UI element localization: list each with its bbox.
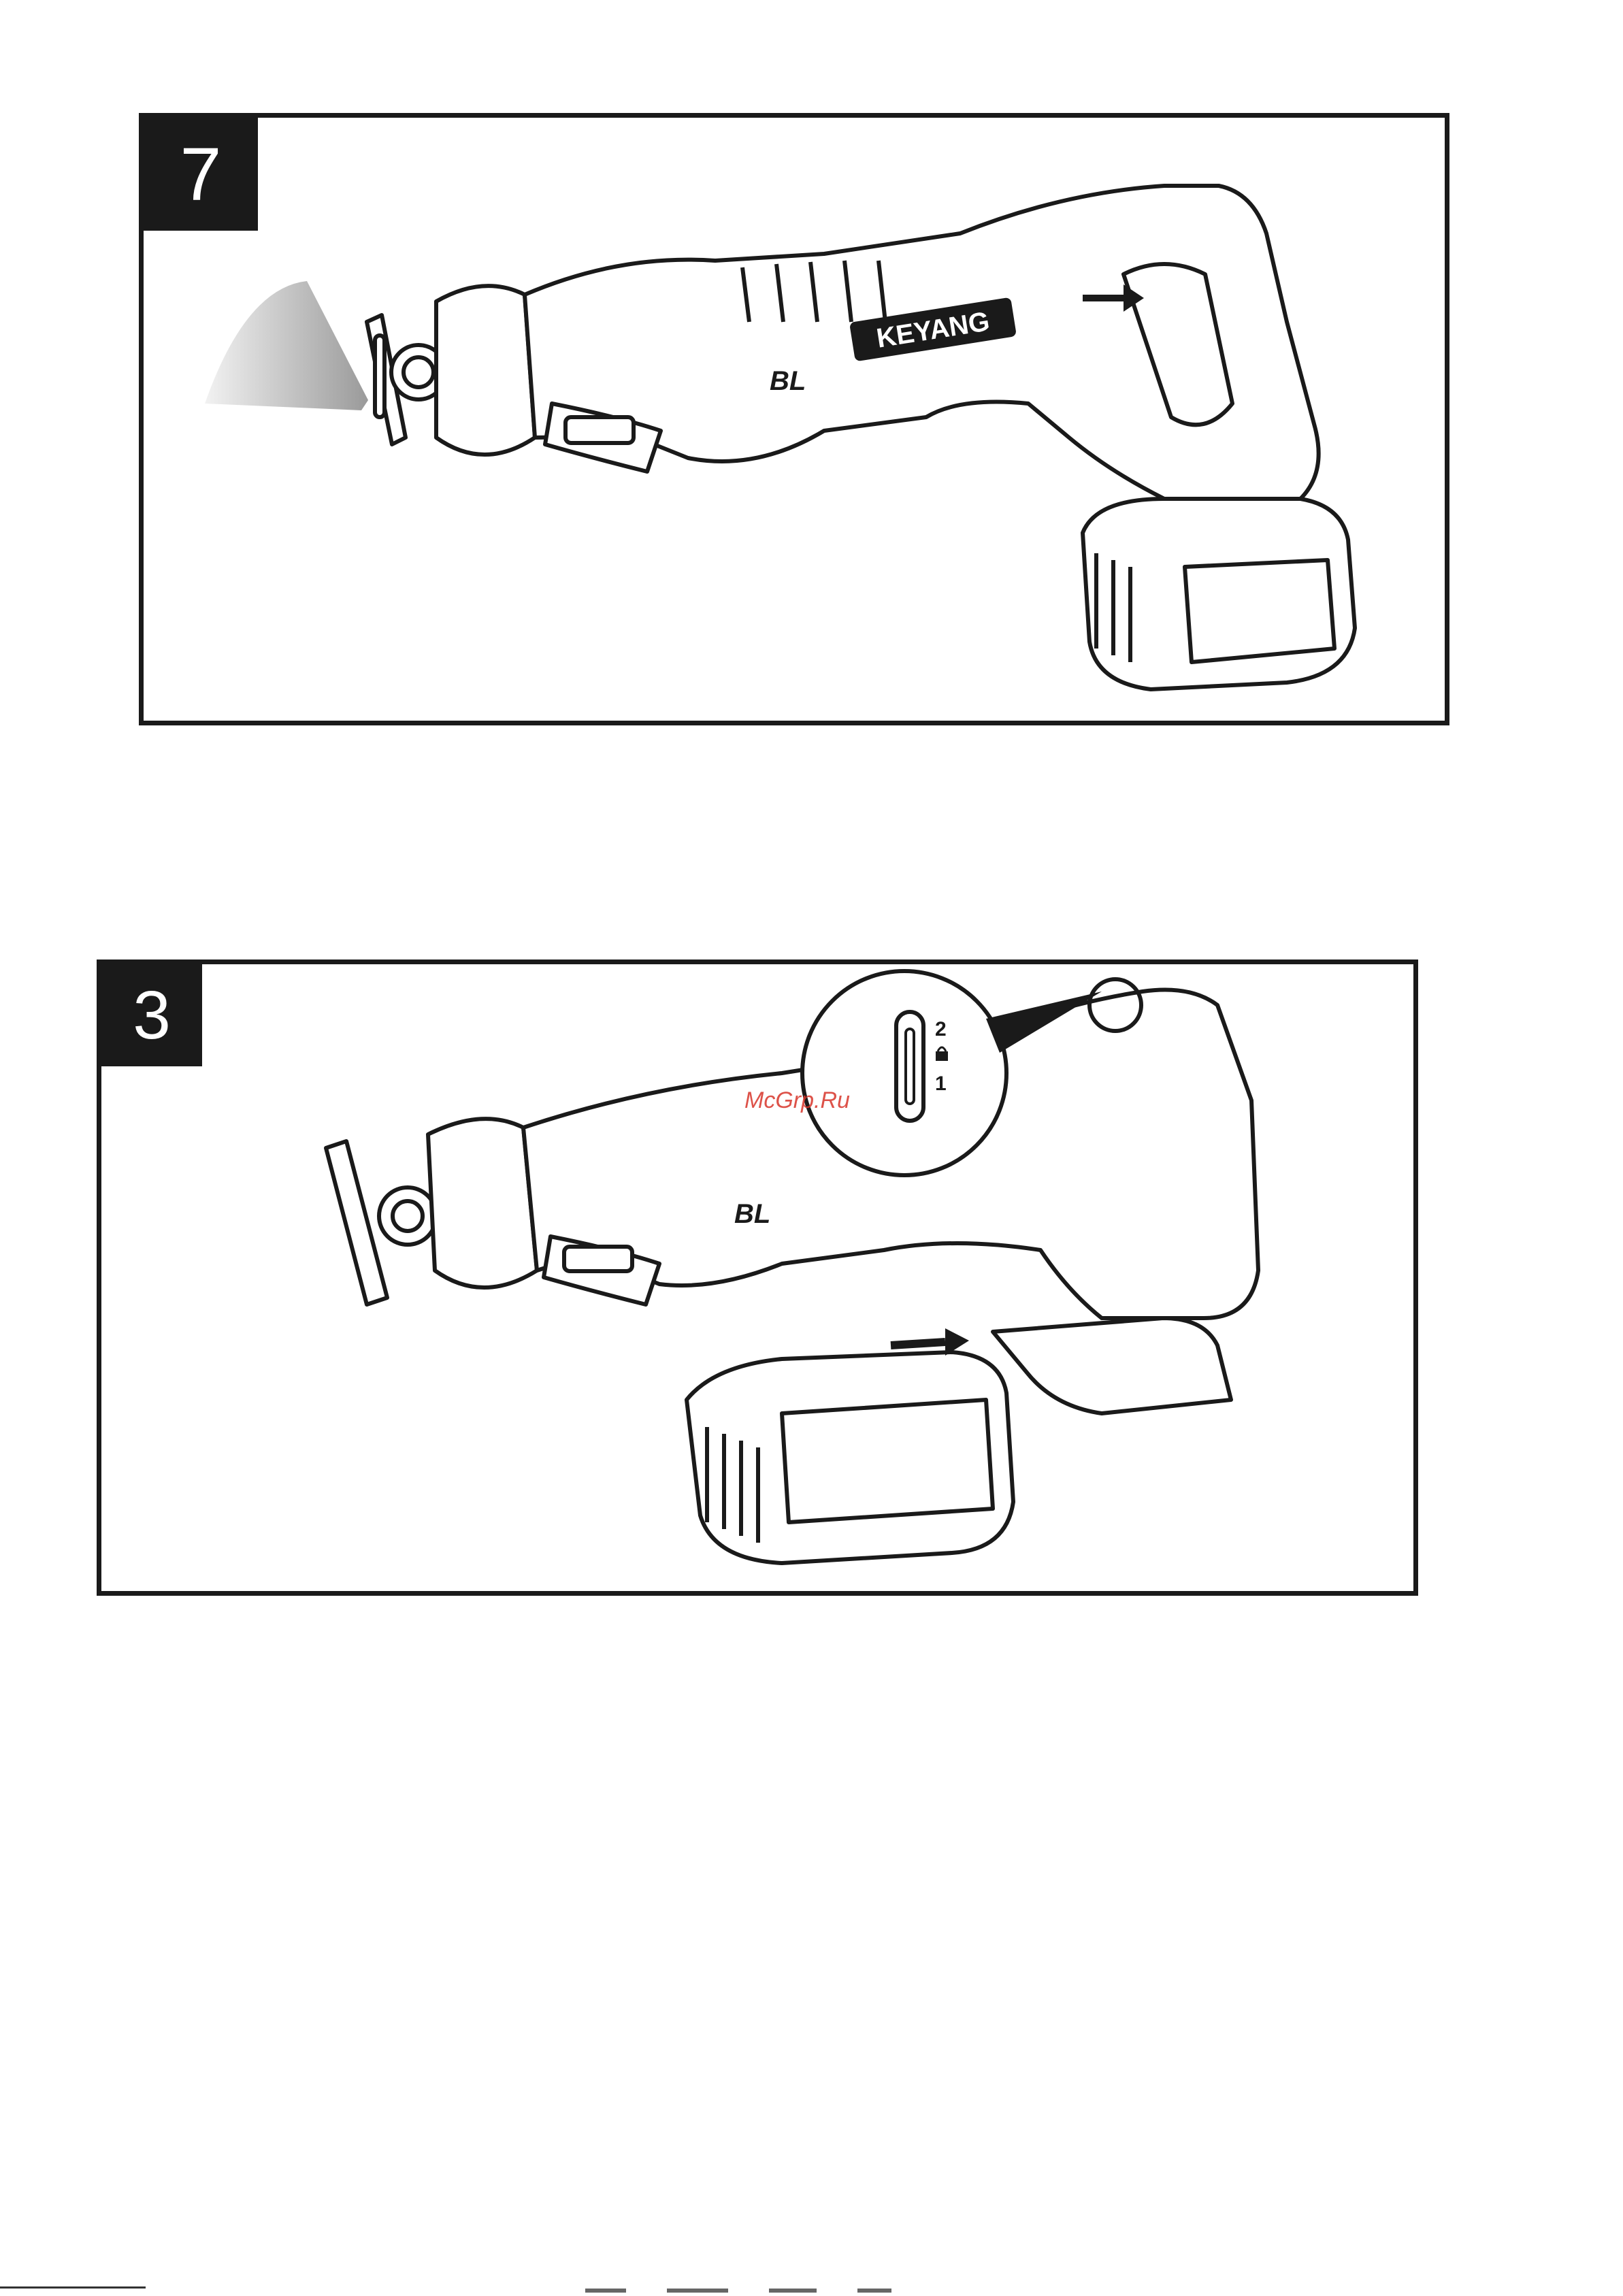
footer-rule [0,2286,146,2289]
figure-7-panel: 7 [139,113,1449,725]
switch-position-2: 2 [935,1018,947,1040]
figure-3-panel: 3 2 1 [97,960,1418,1596]
battery-insertion-illustration: 2 1 BL [101,964,1413,1591]
motion-blur-graphic [205,281,368,410]
footer-marks [585,2284,966,2289]
series-badge: BL [770,366,806,396]
series-badge: BL [734,1199,770,1229]
reciprocating-saw-illustration: KEYANG BL [144,118,1445,721]
watermark: McGrp.Ru [744,1087,850,1114]
switch-position-1: 1 [935,1072,947,1095]
